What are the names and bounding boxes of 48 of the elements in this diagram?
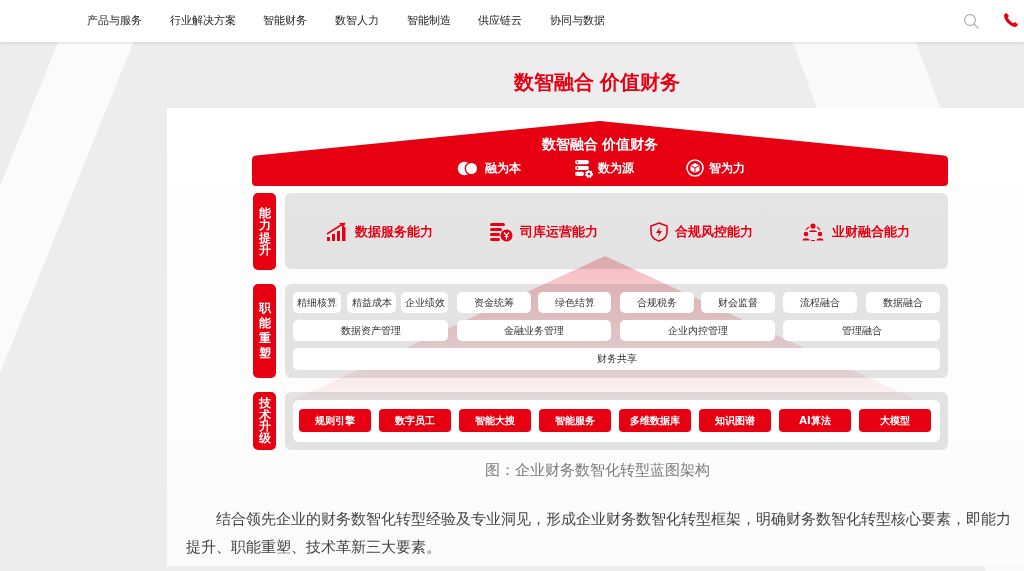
function-box: 数据资产管理 [293, 320, 448, 341]
technology-panel [285, 392, 948, 450]
function-box: 企业内控管理 [620, 320, 775, 341]
section-tab: 技术升级 [253, 392, 276, 450]
roof-banner [252, 120, 948, 186]
function-box: 财会监督 [701, 292, 775, 313]
section-tab: 能力提升 [253, 193, 276, 270]
function-box: 合规税务 [620, 292, 694, 313]
section-tab: 职能重塑 [253, 284, 276, 378]
function-box: 资金统筹 [457, 292, 531, 313]
banner-heading: 数智融合 价值财务 [541, 136, 659, 152]
function-box: 流程融合 [783, 292, 857, 313]
function-box: 数据融合 [866, 292, 940, 313]
technology-box: 大模型 [859, 409, 931, 432]
function-box: 精细核算 [293, 292, 341, 313]
nav-link: 智能制造 [407, 13, 451, 28]
technology-box: 规则引擎 [299, 409, 371, 432]
nav-link: 智能财务 [263, 13, 307, 28]
nav-link: 产品与服务 [87, 13, 142, 28]
nav-link: 数智人力 [335, 13, 379, 28]
technology-box: 多维数据库 [619, 409, 691, 432]
function-box: 管理融合 [783, 320, 940, 341]
nav-link: 协同与数据 [550, 13, 605, 28]
capability-label: 数据服务能力 [355, 224, 433, 240]
function-panel [285, 284, 948, 378]
technology-box: 智能服务 [539, 409, 611, 432]
capability-label: 司库运营能力 [520, 224, 598, 240]
nav-link: 供应链云 [478, 13, 522, 28]
technology-box: 智能大搜 [459, 409, 531, 432]
pillar-label: 数为源 [598, 160, 634, 176]
function-box: 财务共享 [293, 348, 940, 370]
function-box: 金融业务管理 [457, 320, 611, 341]
pillar-label: 融为本 [485, 160, 521, 176]
inner-panel [293, 400, 940, 442]
technology-box: 数字员工 [379, 409, 451, 432]
figure-caption: 图：企业财务数智化转型蓝图架构 [484, 460, 710, 480]
body-paragraph: 结合领先企业的财务数智化转型经验及专业洞见，形成企业财务数智化转型框架，明确财务数智化转型核心要素，即能力提升、职能重塑、技术革新三大要素。 [186, 509, 1012, 558]
page-title: 数智融合 价值财务 [513, 70, 681, 94]
pillar-label: 智为力 [709, 160, 745, 176]
function-box: 绿色结算 [538, 292, 611, 313]
function-box: 精益成本 [347, 292, 396, 313]
nav-link: 行业解决方案 [170, 13, 236, 28]
function-box: 企业绩效 [401, 292, 448, 313]
capability-label: 业财融合能力 [832, 224, 910, 240]
technology-box: 知识图谱 [699, 409, 771, 432]
capability-panel [285, 193, 948, 269]
capability-label: 合规风控能力 [675, 224, 753, 240]
technology-box: AI算法 [779, 409, 851, 432]
